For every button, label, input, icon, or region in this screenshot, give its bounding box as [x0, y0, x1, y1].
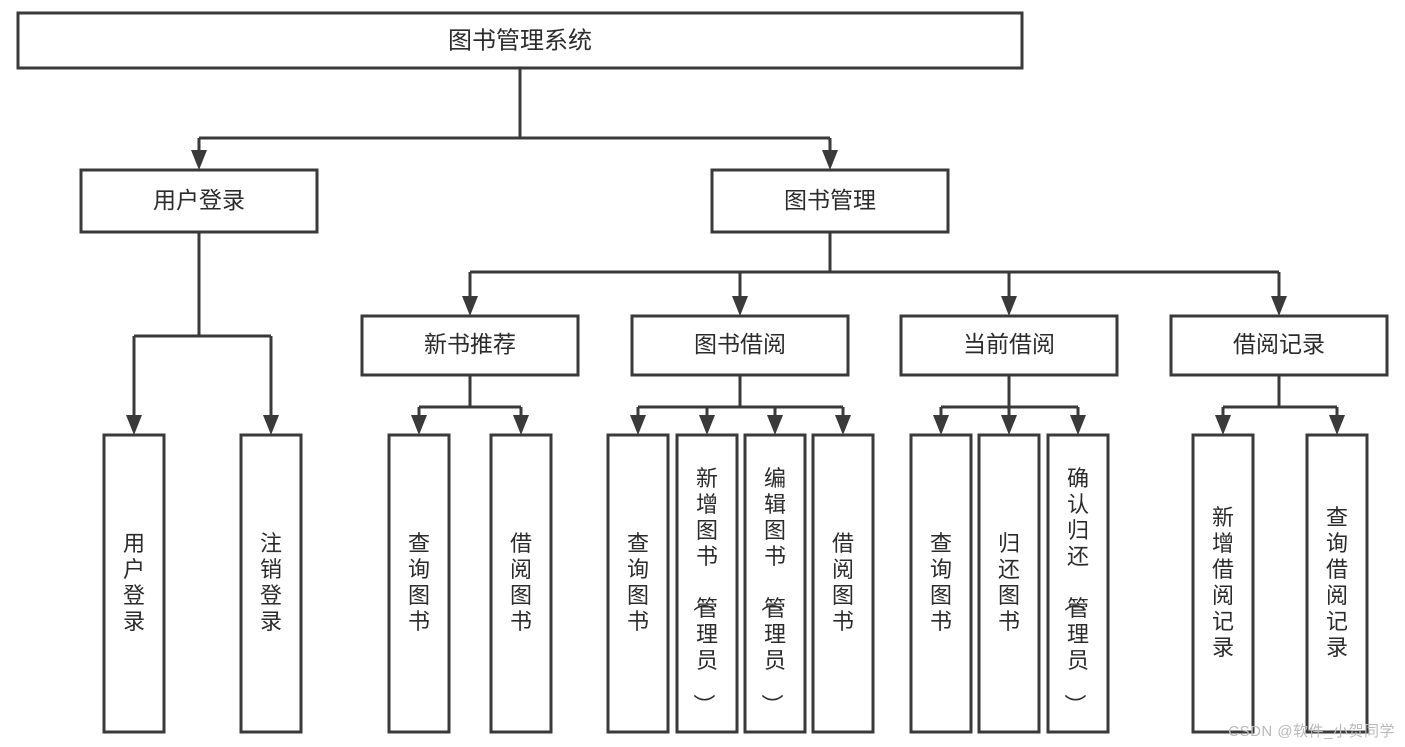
node-new-book-recommend[interactable]: 新书推荐: [360, 314, 580, 377]
current-borrow-box[interactable]: [899, 314, 1119, 377]
leaf-label: 查询图书: [408, 531, 430, 634]
leaf-label: 新增借阅记录: [1212, 505, 1234, 660]
book-borrow-box[interactable]: [630, 314, 850, 377]
current-borrow-label: 当前借阅: [963, 331, 1055, 357]
node-current-borrow[interactable]: 当前借阅: [899, 314, 1119, 377]
leaf-label: 确认归还（管理员）: [1062, 466, 1089, 716]
arrow-root-to-user-login: [191, 150, 207, 170]
leaf-box[interactable]: [606, 433, 670, 734]
leaf-box[interactable]: [811, 433, 875, 734]
node-borrow-record[interactable]: 借阅记录: [1169, 314, 1389, 377]
leaf-current-borrow-1[interactable]: 查询图书: [909, 433, 973, 734]
leaf-borrow-record-1[interactable]: 新增借阅记录: [1191, 433, 1255, 734]
arrow-bookmgmt-to-new-book: [462, 296, 478, 316]
leaf-label: 查询图书: [930, 531, 952, 634]
leaf-box[interactable]: [239, 433, 303, 734]
book-management-label: 图书管理: [784, 187, 876, 213]
arrow-current-leaf-2: [1001, 415, 1017, 435]
leaf-box[interactable]: [675, 433, 739, 734]
leaf-current-borrow-3[interactable]: 确认归还（管理员）: [1046, 433, 1110, 734]
connector-layer: [126, 68, 1345, 435]
leaf-box[interactable]: [1305, 433, 1369, 734]
leaf-label: 归还图书: [998, 531, 1020, 634]
arrow-newbook-leaf-1: [411, 415, 427, 435]
arrow-record-leaf-2: [1329, 415, 1345, 435]
arrow-bookborrow-leaf-2: [699, 415, 715, 435]
node-root[interactable]: 图书管理系统: [16, 11, 1024, 70]
watermark-text: CSDN @软件_小贺同学: [1228, 723, 1395, 740]
arrow-record-leaf-1: [1215, 415, 1231, 435]
arrow-bookborrow-leaf-3: [767, 415, 783, 435]
leaf-label: 新增图书（管理员）: [691, 466, 718, 716]
new-book-recommend-box[interactable]: [360, 314, 580, 377]
leaf-label: 借阅图书: [510, 531, 532, 634]
leaf-label: 注销登录: [260, 531, 282, 634]
leaf-borrow-record-2[interactable]: 查询借阅记录: [1305, 433, 1369, 734]
leaf-label: 借阅图书: [832, 531, 854, 634]
user-login-label: 用户登录: [153, 187, 245, 213]
leaf-box[interactable]: [977, 433, 1041, 734]
node-book-borrow[interactable]: 图书借阅: [630, 314, 850, 377]
leaf-book-borrow-2[interactable]: 新增图书（管理员）: [675, 433, 739, 734]
leaf-new-book-1[interactable]: 查询图书: [387, 433, 451, 734]
borrow-record-box[interactable]: [1169, 314, 1389, 377]
user-login-box[interactable]: [79, 168, 319, 234]
leaf-box[interactable]: [387, 433, 451, 734]
leaf-current-borrow-2[interactable]: 归还图书: [977, 433, 1041, 734]
borrow-record-label: 借阅记录: [1233, 331, 1325, 357]
leaf-box[interactable]: [909, 433, 973, 734]
arrow-userlogin-leaf-1: [126, 415, 142, 435]
arrow-userlogin-leaf-2: [263, 415, 279, 435]
leaf-box[interactable]: [743, 433, 807, 734]
arrow-bookmgmt-to-current: [1001, 296, 1017, 316]
leaf-book-borrow-3[interactable]: 编辑图书（管理员）: [743, 433, 807, 734]
arrow-current-leaf-1: [933, 415, 949, 435]
leaf-book-borrow-4[interactable]: 借阅图书: [811, 433, 875, 734]
book-management-box[interactable]: [710, 168, 950, 234]
leaf-box[interactable]: [1191, 433, 1255, 734]
leaf-box[interactable]: [489, 433, 553, 734]
arrow-current-leaf-3: [1070, 415, 1086, 435]
leaf-label: 查询借阅记录: [1326, 505, 1348, 660]
arrow-bookborrow-leaf-4: [835, 415, 851, 435]
leaf-box[interactable]: [102, 433, 166, 734]
leaf-box[interactable]: [1046, 433, 1110, 734]
root-label: 图书管理系统: [448, 27, 592, 54]
arrow-bookmgmt-to-record: [1271, 296, 1287, 316]
leaf-book-borrow-1[interactable]: 查询图书: [606, 433, 670, 734]
book-borrow-label: 图书借阅: [694, 331, 786, 357]
new-book-recommend-label: 新书推荐: [424, 331, 516, 357]
leaf-label: 编辑图书（管理员）: [759, 466, 786, 716]
root-box[interactable]: [16, 11, 1024, 70]
arrow-bookborrow-leaf-1: [630, 415, 646, 435]
node-user-login[interactable]: 用户登录: [79, 168, 319, 234]
leaf-label: 用户登录: [123, 531, 145, 634]
leaf-new-book-2[interactable]: 借阅图书: [489, 433, 553, 734]
node-book-management[interactable]: 图书管理: [710, 168, 950, 234]
leaf-label: 查询图书: [627, 531, 649, 634]
leaf-user-login-2[interactable]: 注销登录: [239, 433, 303, 734]
leaf-user-login-1[interactable]: 用户登录: [102, 433, 166, 734]
arrow-bookmgmt-to-book-borrow: [732, 296, 748, 316]
arrow-newbook-leaf-2: [513, 415, 529, 435]
arrow-root-to-book-mgmt: [822, 150, 838, 170]
